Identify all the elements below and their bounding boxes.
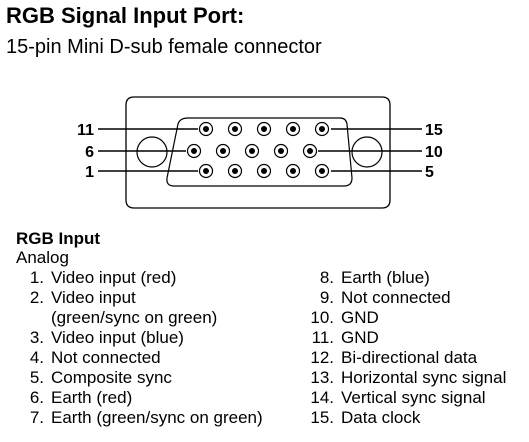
pin-row-bottom (198, 163, 330, 179)
pin-description: Horizontal sync signal (341, 368, 507, 387)
pin-number: 4. (29, 348, 44, 367)
pin-2 (227, 163, 243, 179)
pin-description: GND (341, 308, 379, 327)
pin-description: Video input (red) (51, 268, 177, 287)
pin-list-left: 1. Video input (red) 2. Video input (green… (22, 268, 263, 428)
pin-description: Earth (red) (51, 388, 133, 407)
pin-list-item: 6. Earth (red) (22, 388, 263, 408)
pin-description: Not connected (51, 348, 161, 367)
pin-number: 13. (310, 368, 334, 387)
pin-list-right: 8. Earth (blue) 9. Not connected 10. GND 11… (304, 268, 506, 428)
callout-label-6: 6 (85, 144, 94, 161)
pin-13 (256, 121, 272, 137)
pin-number: 5. (29, 368, 44, 387)
pin-9 (273, 143, 289, 159)
pin-number: 14. (310, 388, 334, 407)
pin-list-item: 2. Video input (22, 288, 263, 308)
pin-list-item: 3. Video input (blue) (22, 328, 263, 348)
pin-number: 1. (29, 268, 44, 287)
pin-description: Video input (51, 288, 136, 307)
pin-number: 12. (310, 348, 334, 367)
pin-3 (256, 163, 272, 179)
pin-number: 9. (319, 288, 334, 307)
pin-list-item: 9. Not connected (304, 288, 506, 308)
pin-7 (215, 143, 231, 159)
pin-6 (186, 143, 202, 159)
pin-description: Bi-directional data (341, 348, 478, 367)
callout-label-10: 10 (425, 144, 443, 161)
pin-10 (302, 143, 318, 159)
pin-number: 7. (29, 408, 44, 427)
pin-description: Data clock (341, 408, 421, 427)
connector-shell (125, 96, 391, 209)
pin-14 (285, 121, 301, 137)
pin-description: (green/sync on green) (51, 308, 218, 327)
callout-label-11: 11 (77, 122, 94, 139)
pin-11 (198, 121, 214, 137)
page-subtitle: 15-pin Mini D-sub female connector (6, 36, 322, 58)
pin-number (22, 308, 44, 328)
pin-description: Video input (blue) (51, 328, 184, 347)
pin-description: Vertical sync signal (341, 388, 486, 407)
pin-number: 3. (29, 328, 44, 347)
callout-label-5: 5 (425, 164, 434, 181)
mounting-hole-left (136, 136, 168, 168)
pin-description: Earth (blue) (341, 268, 430, 287)
pin-list-item: 14. Vertical sync signal (304, 388, 506, 408)
pin-row-middle (186, 143, 318, 159)
connector-diagram: 11 6 1 15 10 5 (77, 96, 443, 209)
pin-list-item: 1. Video input (red) (22, 268, 263, 288)
pin-description: Earth (green/sync on green) (51, 408, 263, 427)
pin-description: Not connected (341, 288, 451, 307)
pin-description: Composite sync (51, 368, 172, 387)
pin-number: 10. (310, 308, 334, 327)
pin-15 (314, 121, 330, 137)
pin-list-item: 15. Data clock (304, 408, 506, 428)
pin-list-item: 11. GND (304, 328, 506, 348)
pin-list-item: 7. Earth (green/sync on green) (22, 408, 263, 428)
pin-4 (285, 163, 301, 179)
pin-number: 8. (319, 268, 334, 287)
pin-5 (314, 163, 330, 179)
pin-list-item: 4. Not connected (22, 348, 263, 368)
pin-number: 2. (29, 288, 44, 307)
pin-number: 15. (310, 408, 334, 427)
connector-trapezoid (166, 117, 353, 187)
pin-list-item: 12. Bi-directional data (304, 348, 506, 368)
pin-row-top (198, 121, 330, 137)
pin-1 (198, 163, 214, 179)
mounting-hole-right (351, 136, 383, 168)
page-title: RGB Signal Input Port: (6, 3, 245, 28)
pin-list-item: 5. Composite sync (22, 368, 263, 388)
pin-list-item: (green/sync on green) (22, 308, 263, 328)
pin-list-item: 13. Horizontal sync signal (304, 368, 506, 388)
pin-list-item: 8. Earth (blue) (304, 268, 506, 288)
pin-list-item: 10. GND (304, 308, 506, 328)
pin-description: GND (341, 328, 379, 347)
pin-number: 11. (311, 328, 334, 347)
section-subtitle: Analog (16, 248, 69, 267)
callout-label-15: 15 (425, 122, 443, 139)
pin-12 (227, 121, 243, 137)
section-title: RGB Input (16, 229, 101, 248)
pin-8 (244, 143, 260, 159)
pin-number: 6. (29, 388, 44, 407)
callout-label-1: 1 (85, 164, 94, 181)
